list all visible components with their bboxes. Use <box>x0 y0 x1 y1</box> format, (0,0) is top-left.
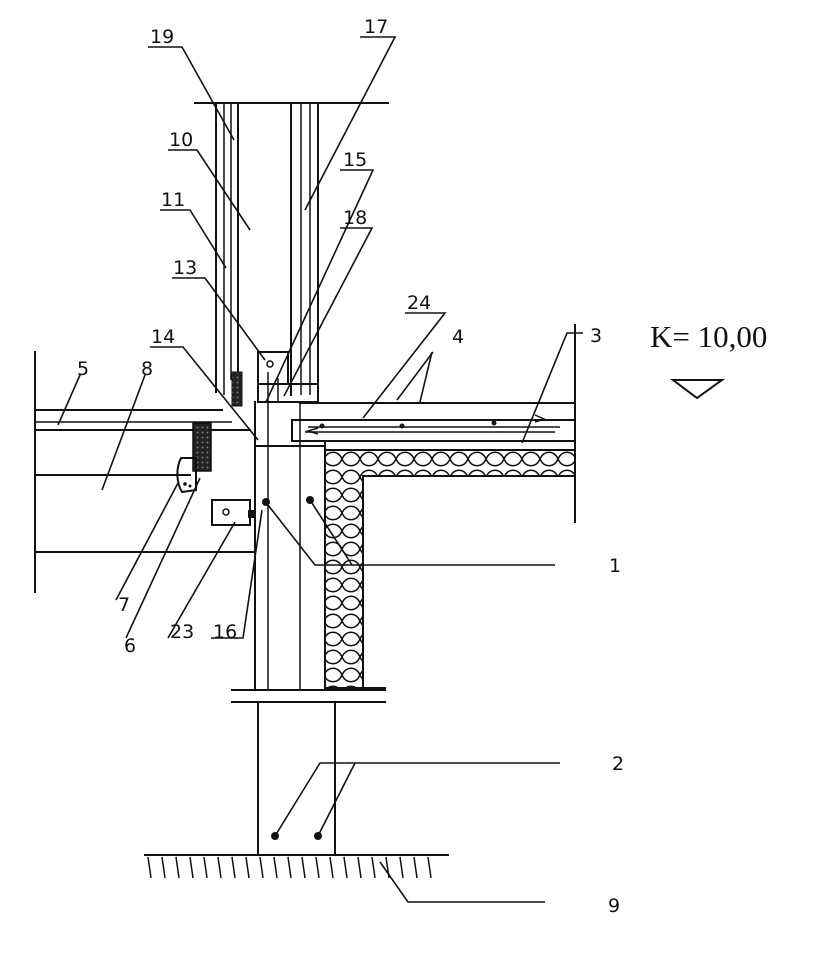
label-2: 2 <box>612 753 624 775</box>
label-16: 16 <box>213 621 237 643</box>
label-19: 19 <box>150 26 174 48</box>
support-bracket <box>211 499 254 526</box>
label-9: 9 <box>608 895 620 917</box>
label-6: 6 <box>124 635 136 657</box>
ground-tick <box>343 856 348 879</box>
ground-tick <box>245 856 250 879</box>
label-1: 1 <box>609 555 621 577</box>
ground-tick <box>175 856 180 879</box>
ground-tick <box>329 856 334 879</box>
item-numbers: 19 17 10 15 11 18 13 24 4 3 14 5 8 1 7 6… <box>77 16 624 917</box>
ground-tick <box>189 856 194 879</box>
label-3: 3 <box>590 325 602 347</box>
label-4: 4 <box>452 326 464 348</box>
label-18: 18 <box>343 207 367 229</box>
ground-tick <box>357 856 362 879</box>
ground-tick <box>399 856 404 879</box>
insulation-layer <box>324 449 576 689</box>
level-mark-text: K= 10,00 <box>650 319 767 354</box>
right-floor-slab <box>291 324 576 523</box>
label-8: 8 <box>141 358 153 380</box>
leader-lines <box>57 36 583 903</box>
ground-tick <box>147 856 152 879</box>
label-23: 23 <box>170 621 194 643</box>
label-13: 13 <box>173 257 197 279</box>
ground-tick <box>413 856 418 879</box>
label-10: 10 <box>169 129 193 151</box>
ground-tick <box>161 856 166 879</box>
ground-tick <box>315 856 320 879</box>
ground-tick <box>371 856 376 879</box>
left-floor-slab <box>34 351 256 593</box>
label-5: 5 <box>77 358 89 380</box>
upper-wall <box>194 102 389 399</box>
label-14: 14 <box>151 326 175 348</box>
label-15: 15 <box>343 149 367 171</box>
ground-tick <box>427 856 432 879</box>
ground-tick <box>287 856 292 879</box>
ground-tick <box>217 856 222 879</box>
ground-tick <box>301 856 306 879</box>
ground-tick <box>231 856 236 879</box>
label-11: 11 <box>161 189 185 211</box>
ring-beam-node <box>231 351 319 407</box>
triangle-down-icon <box>670 379 726 400</box>
label-17: 17 <box>364 16 388 38</box>
label-24: 24 <box>407 292 431 314</box>
ground-tick <box>203 856 208 879</box>
ground-tick <box>259 856 264 879</box>
ground-tick <box>273 856 278 879</box>
label-7: 7 <box>118 594 130 616</box>
ground-hatch <box>147 856 432 879</box>
